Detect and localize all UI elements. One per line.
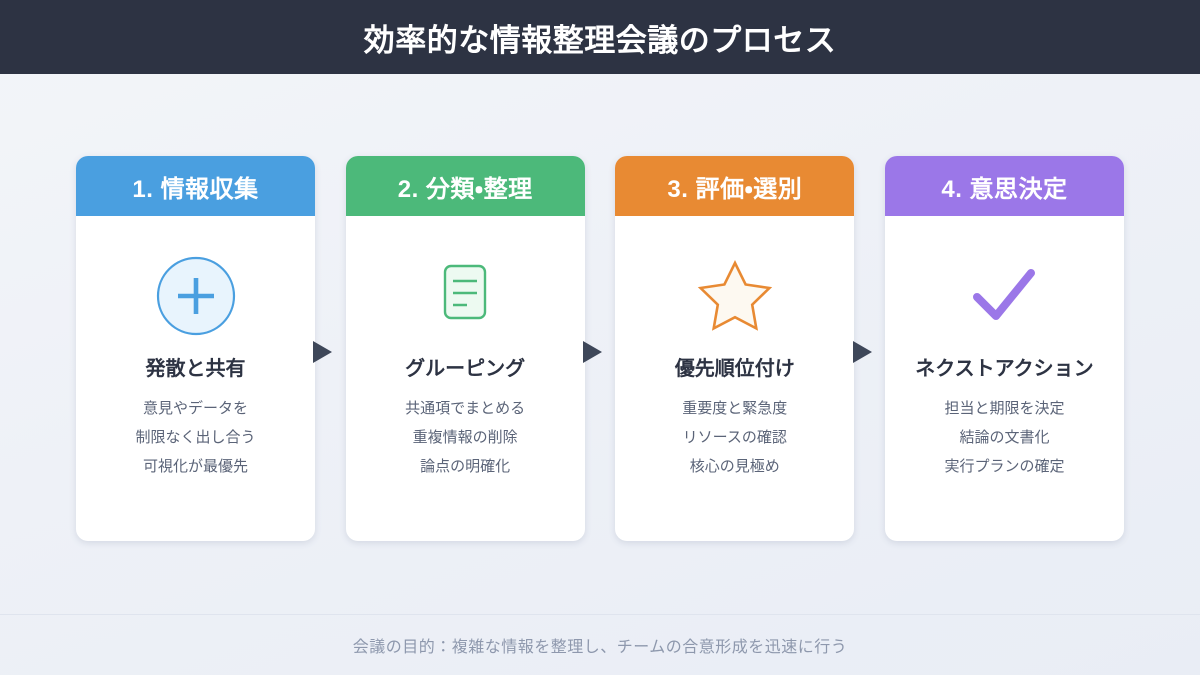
step-description-line: 意見やデータを bbox=[142, 400, 248, 417]
step-header-label-3: 3. 評価・選別 bbox=[667, 175, 803, 203]
footer-divider bbox=[0, 614, 1200, 615]
step-description-3: 重要度と緊急度 リソースの確認 核心の見極め bbox=[682, 394, 787, 481]
step-description-4: 担当と期限を決定 結論の文書化 実行プランの確定 bbox=[944, 394, 1064, 481]
process-step-list: 1. 情報収集 発散と共有 意見やデータを 制限なく出し合う 可視化が最優先 bbox=[76, 156, 1124, 541]
step-title-2: グルーピング bbox=[405, 358, 526, 380]
step-description-line: 可視化が最優先 bbox=[142, 458, 248, 475]
step-header-3: 3. 評価・選別 bbox=[615, 156, 855, 216]
page-title: 効率的な情報整理会議のプロセス bbox=[363, 22, 837, 58]
step-description-2: 共通項でまとめる 重複情報の削除 論点の明確化 bbox=[405, 394, 525, 481]
step-body-3: 優先順位付け 重要度と緊急度 リソースの確認 核心の見極め bbox=[615, 216, 854, 541]
step-header-label-2: 2. 分類・整理 bbox=[397, 175, 533, 203]
step-body-2: グルーピング 共通項でまとめる 重複情報の削除 論点の明確化 bbox=[346, 216, 585, 541]
star-icon bbox=[689, 250, 781, 342]
step-description-line: 担当と期限を決定 bbox=[944, 400, 1065, 417]
step-description-line: リソースの確認 bbox=[682, 429, 787, 446]
step-description-line: 重要度と緊急度 bbox=[682, 400, 788, 417]
plus-circle-icon bbox=[150, 250, 242, 342]
step-description-1: 意見やデータを 制限なく出し合う 可視化が最優先 bbox=[135, 394, 255, 481]
step-description-line: 重複情報の削除 bbox=[412, 429, 518, 446]
arrow-right-icon bbox=[313, 341, 332, 363]
step-description-line: 制限なく出し合う bbox=[135, 429, 256, 446]
process-step-card-4[interactable]: 4. 意思決定 ネクストアクション 担当と期限を決定 結論の文書化 実行プランの… bbox=[884, 156, 1124, 541]
step-title-3: 優先順位付け bbox=[674, 358, 795, 380]
process-step-card-3[interactable]: 3. 評価・選別 優先順位付け 重要度と緊急度 リソースの確認 核心の見極め bbox=[615, 156, 855, 541]
step-header-label-4: 4. 意思決定 bbox=[941, 175, 1068, 203]
step-header-4: 4. 意思決定 bbox=[884, 156, 1124, 216]
step-title-1: 発散と共有 bbox=[145, 358, 246, 380]
arrow-right-icon bbox=[583, 341, 602, 363]
step-description-line: 共通項でまとめる bbox=[405, 400, 526, 417]
process-step-card-2[interactable]: 2. 分類・整理 グルーピング 共通項でまとめる 重複情報の削除 論点の明確化 bbox=[345, 156, 585, 541]
step-title-4: ネクストアクション bbox=[915, 358, 1094, 380]
page-footer: 会議の目的：複雑な情報を整理し、チームの合意形成を迅速に行う bbox=[0, 614, 1200, 675]
check-icon bbox=[958, 250, 1050, 342]
step-header-2: 2. 分類・整理 bbox=[345, 156, 585, 216]
footer-caption: 会議の目的：複雑な情報を整理し、チームの合意形成を迅速に行う bbox=[352, 638, 848, 656]
document-lines-icon bbox=[419, 250, 511, 342]
step-header-1: 1. 情報収集 bbox=[76, 156, 315, 216]
step-body-1: 発散と共有 意見やデータを 制限なく出し合う 可視化が最優先 bbox=[76, 216, 315, 541]
step-description-line: 論点の明確化 bbox=[420, 458, 511, 475]
step-body-4: ネクストアクション 担当と期限を決定 結論の文書化 実行プランの確定 bbox=[885, 216, 1124, 541]
step-description-line: 実行プランの確定 bbox=[944, 458, 1065, 475]
step-description-line: 結論の文書化 bbox=[959, 429, 1050, 446]
step-description-line: 核心の見極め bbox=[689, 458, 780, 475]
arrow-right-icon bbox=[853, 341, 872, 363]
process-step-card-1[interactable]: 1. 情報収集 発散と共有 意見やデータを 制限なく出し合う 可視化が最優先 bbox=[76, 156, 315, 541]
step-header-label-1: 1. 情報収集 bbox=[132, 175, 259, 203]
page-header: 効率的な情報整理会議のプロセス bbox=[0, 0, 1200, 74]
